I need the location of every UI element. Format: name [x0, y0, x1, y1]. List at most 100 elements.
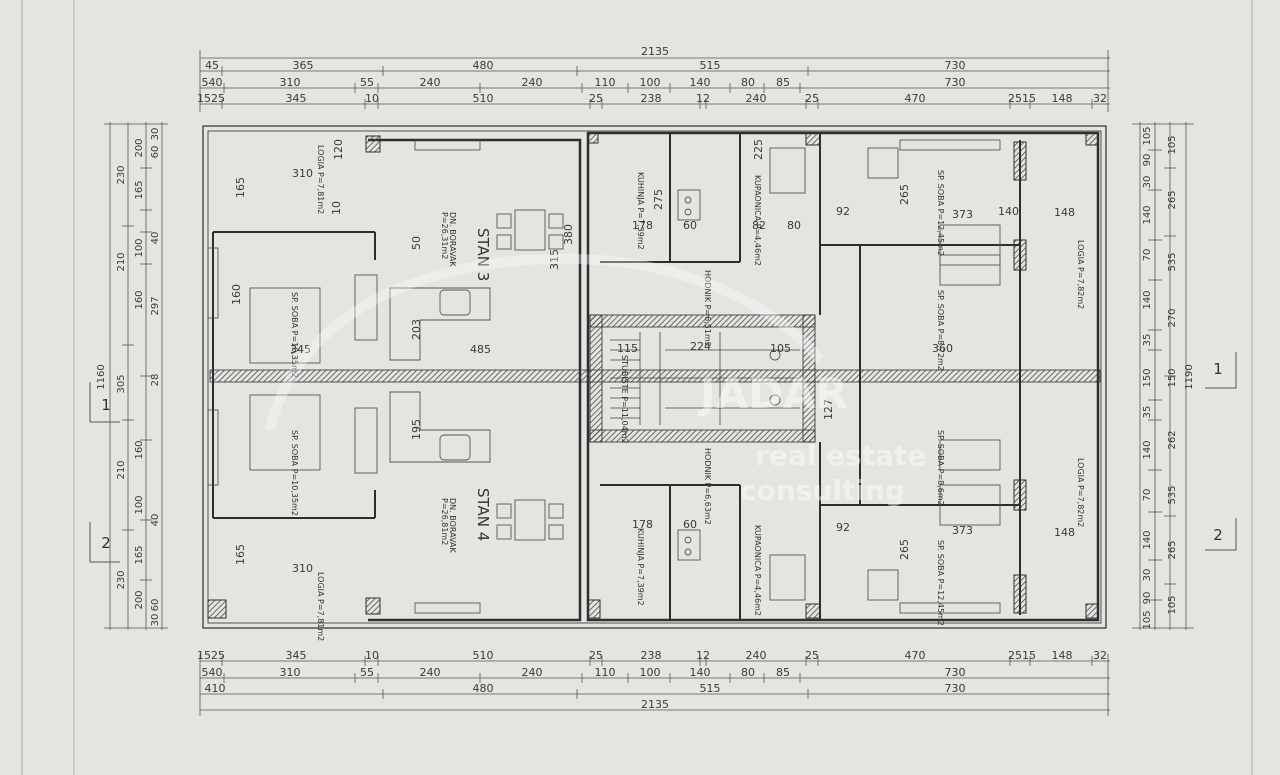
interior-dimensions: 310 120 165 345 160 485 203 195 380 315 … — [230, 139, 1075, 575]
svg-text:32: 32 — [1093, 649, 1107, 662]
svg-text:60: 60 — [683, 219, 697, 232]
svg-text:32: 32 — [1093, 92, 1107, 105]
room-labels: LOGIA P=7,81m2 LOGIA P=7,81m2 SP. SOBA P… — [290, 145, 1085, 641]
svg-text:140: 140 — [1142, 530, 1153, 549]
room-kuhinja-b: KUHINJA P=7,39m2 — [636, 528, 645, 606]
room-label-dn-boravak-4: DN. BORAVAK — [448, 498, 457, 554]
svg-text:60: 60 — [683, 518, 697, 531]
right-dim-outer: 105 265 535 270 150 262 535 265 105 — [1167, 135, 1178, 614]
bottom-dim-row2: 540 310 55 240 240 110 100 140 80 85 730 — [202, 666, 966, 679]
svg-text:230: 230 — [116, 165, 127, 184]
top-total-dim: 2135 — [641, 45, 669, 58]
left-dim-mid: 200 165 100 160 160 100 165 200 — [134, 138, 145, 609]
svg-text:140: 140 — [690, 666, 711, 679]
svg-text:100: 100 — [640, 76, 661, 89]
svg-text:30: 30 — [150, 128, 161, 141]
svg-text:10: 10 — [365, 92, 379, 105]
watermark-name: JADAR — [697, 369, 848, 418]
svg-text:310: 310 — [292, 167, 313, 180]
svg-text:92: 92 — [836, 521, 850, 534]
svg-text:105: 105 — [1167, 595, 1178, 614]
svg-text:240: 240 — [522, 666, 543, 679]
room-label-dn-boravak-3: DN. BORAVAK — [448, 212, 457, 268]
room-stubiste: STUBIŠTE P=11,04m2 — [620, 355, 631, 444]
svg-text:410: 410 — [205, 682, 226, 695]
svg-text:40: 40 — [150, 232, 161, 245]
svg-text:12: 12 — [696, 92, 710, 105]
room-hodnik-b: HODNIK P=6,63m2 — [703, 448, 712, 525]
top-dim-row3: 1525 345 10 510 25 238 12 240 25 470 251… — [197, 92, 1107, 105]
svg-text:105: 105 — [1167, 135, 1178, 154]
room-kupaonica-b: KUPAONICA P=4,46m2 — [753, 525, 762, 616]
svg-text:535: 535 — [1167, 485, 1178, 504]
svg-text:2515: 2515 — [1008, 649, 1036, 662]
svg-text:275: 275 — [652, 189, 665, 210]
svg-text:1525: 1525 — [197, 92, 225, 105]
svg-text:82: 82 — [752, 219, 766, 232]
unit-label-stan3: STAN 3 — [474, 228, 492, 281]
bottom-dim-row3: 1525 345 10 510 25 238 12 240 25 470 251… — [197, 649, 1107, 662]
svg-text:373: 373 — [952, 524, 973, 537]
svg-text:140: 140 — [998, 205, 1019, 218]
svg-text:480: 480 — [473, 59, 494, 72]
svg-text:240: 240 — [522, 76, 543, 89]
svg-text:1525: 1525 — [197, 649, 225, 662]
room-area-dn-boravak-3: P=26,31m2 — [440, 212, 449, 259]
bottom-dim-row1: 410 480 515 730 — [205, 682, 966, 695]
svg-text:140: 140 — [690, 76, 711, 89]
svg-text:127: 127 — [822, 399, 835, 420]
svg-text:380: 380 — [562, 224, 575, 245]
svg-text:100: 100 — [134, 495, 145, 514]
right-total-dim: 1190 — [1184, 364, 1195, 389]
room-soba-tr2: SP. SOBA P=8,72m2 — [936, 290, 945, 371]
svg-text:165: 165 — [234, 177, 247, 198]
room-soba-br1: SP. SOBA P=8,6m2 — [936, 430, 945, 506]
svg-text:515: 515 — [700, 682, 721, 695]
svg-text:200: 200 — [134, 138, 145, 157]
bed-top — [249, 287, 321, 364]
stair-treads — [610, 332, 800, 425]
svg-text:265: 265 — [1167, 190, 1178, 209]
svg-text:200: 200 — [134, 590, 145, 609]
svg-text:110: 110 — [595, 76, 616, 89]
svg-text:160: 160 — [134, 290, 145, 309]
dining-table-bottom — [514, 499, 546, 541]
svg-text:365: 365 — [293, 59, 314, 72]
svg-text:105: 105 — [770, 342, 791, 355]
svg-text:265: 265 — [898, 539, 911, 560]
svg-text:80: 80 — [741, 666, 755, 679]
svg-text:238: 238 — [641, 649, 662, 662]
svg-text:10: 10 — [365, 649, 379, 662]
svg-text:12: 12 — [696, 649, 710, 662]
svg-text:45: 45 — [205, 59, 219, 72]
svg-text:160: 160 — [134, 440, 145, 459]
svg-text:270: 270 — [1167, 308, 1178, 327]
furniture — [249, 147, 1001, 601]
svg-text:92: 92 — [836, 205, 850, 218]
watermark-line3: consulting — [740, 474, 905, 507]
svg-text:90: 90 — [1142, 592, 1153, 605]
svg-text:150: 150 — [1167, 368, 1178, 387]
svg-text:240: 240 — [746, 649, 767, 662]
svg-text:110: 110 — [595, 666, 616, 679]
room-loggia-tr: LOGIA P=7,82m2 — [1076, 240, 1085, 309]
svg-text:30: 30 — [1142, 176, 1153, 189]
section-marker-left-1: 1 — [89, 382, 120, 423]
room-soba-tl: SP. SOBA P=10,35m2 — [290, 292, 299, 378]
top-dimension-chains — [199, 50, 1110, 112]
top-dim-row2: 540 310 55 240 240 110 100 140 80 85 730 — [202, 76, 966, 89]
svg-text:148: 148 — [1054, 526, 1075, 539]
left-dimension-chains — [104, 122, 168, 630]
svg-text:310: 310 — [280, 76, 301, 89]
svg-text:345: 345 — [286, 649, 307, 662]
svg-text:25: 25 — [589, 649, 603, 662]
svg-text:203: 203 — [410, 319, 423, 340]
svg-text:510: 510 — [473, 649, 494, 662]
svg-text:345: 345 — [286, 92, 307, 105]
svg-text:195: 195 — [410, 419, 423, 440]
window-marks — [207, 139, 1001, 614]
left-dim-outer: 230 210 305 210 230 — [116, 165, 127, 589]
svg-text:50: 50 — [410, 236, 423, 250]
